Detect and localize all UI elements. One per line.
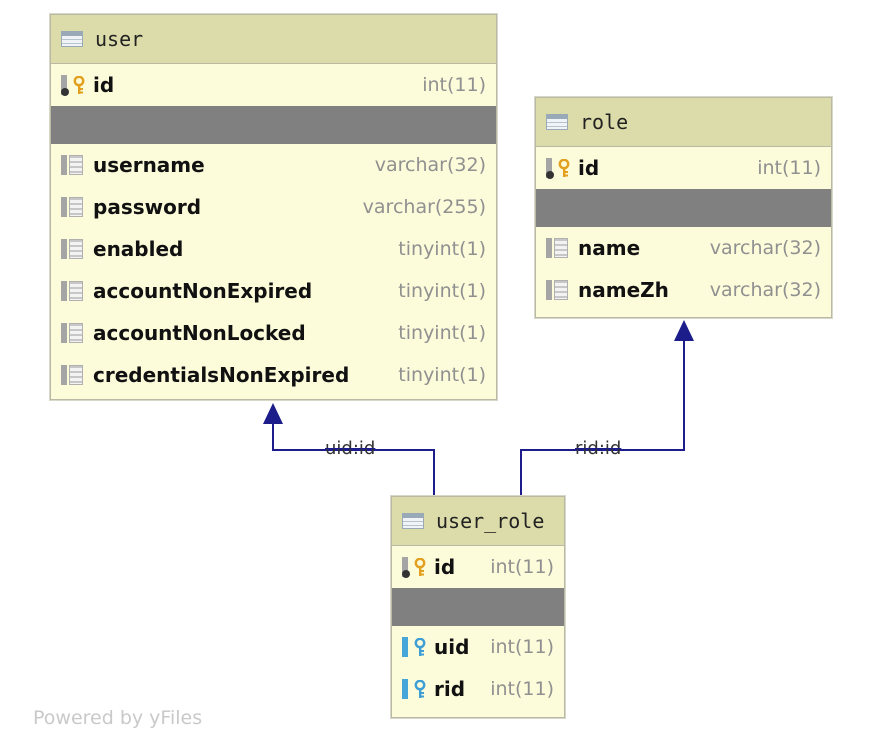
table-icon (546, 114, 568, 130)
column-icon (61, 322, 85, 344)
separator (392, 588, 564, 626)
table-role[interactable]: role id int(11) name varchar(32) nameZh … (535, 97, 832, 318)
column-row-pk[interactable]: id int(11) (536, 147, 831, 189)
column-icon (61, 280, 85, 302)
table-user[interactable]: user id int(11) username varchar(32) pas… (50, 14, 497, 400)
column-name: credentialsNonExpired (93, 363, 350, 387)
column-type: int(11) (490, 678, 554, 700)
column-name: id (578, 156, 600, 180)
column-type: tinyint(1) (398, 280, 486, 302)
column-type: varchar(32) (709, 237, 821, 259)
column-type: int(11) (490, 636, 554, 658)
column-row[interactable]: credentialsNonExpired tinyint(1) (51, 354, 496, 396)
column-row-fk[interactable]: rid int(11) (392, 668, 564, 710)
column-row[interactable]: password varchar(255) (51, 186, 496, 228)
column-name: uid (434, 635, 470, 659)
column-icon (61, 196, 85, 218)
arrow-to-role (674, 320, 694, 341)
column-name: accountNonLocked (93, 321, 306, 345)
column-type: varchar(255) (362, 196, 486, 218)
column-type: varchar(32) (709, 279, 821, 301)
table-header: role (536, 98, 831, 147)
column-icon (61, 364, 85, 386)
column-row[interactable]: nameZh varchar(32) (536, 269, 831, 311)
foreign-key-icon (402, 678, 426, 700)
column-row-pk[interactable]: id int(11) (392, 546, 564, 588)
column-row[interactable]: enabled tinyint(1) (51, 228, 496, 270)
column-name: id (434, 555, 456, 579)
column-type: tinyint(1) (398, 238, 486, 260)
column-name: rid (434, 677, 466, 701)
column-row-pk[interactable]: id int(11) (51, 64, 496, 106)
column-type: varchar(32) (374, 154, 486, 176)
column-row[interactable]: accountNonLocked tinyint(1) (51, 312, 496, 354)
table-header: user (51, 15, 496, 64)
column-type: tinyint(1) (398, 364, 486, 386)
primary-key-icon (546, 157, 570, 179)
column-name: password (93, 195, 202, 219)
column-type: int(11) (422, 74, 486, 96)
table-user-role[interactable]: user_role id int(11) uid int(11) rid int… (391, 496, 565, 718)
column-icon (546, 279, 570, 301)
column-name: nameZh (578, 278, 669, 302)
table-header: user_role (392, 497, 564, 546)
separator (536, 189, 831, 227)
column-row-fk[interactable]: uid int(11) (392, 626, 564, 668)
column-name: id (93, 73, 115, 97)
arrow-to-user (263, 403, 283, 424)
column-icon (546, 237, 570, 259)
footer-text: Powered by yFiles (33, 707, 203, 729)
column-row[interactable]: accountNonExpired tinyint(1) (51, 270, 496, 312)
column-row[interactable]: username varchar(32) (51, 144, 496, 186)
column-name: name (578, 236, 641, 260)
column-icon (61, 238, 85, 260)
table-title: user_role (436, 509, 545, 533)
table-icon (61, 31, 83, 47)
column-type: tinyint(1) (398, 322, 486, 344)
link-uid-id (272, 420, 435, 495)
separator (51, 106, 496, 144)
link-label-rid-id: rid:id (575, 438, 622, 459)
column-name: accountNonExpired (93, 279, 313, 303)
table-icon (402, 513, 424, 529)
primary-key-icon (402, 556, 426, 578)
table-title: role (580, 110, 629, 134)
column-name: username (93, 153, 205, 177)
table-title: user (95, 27, 144, 51)
foreign-key-icon (402, 636, 426, 658)
link-label-uid-id: uid:id (325, 438, 376, 459)
link-rid-id (520, 338, 685, 495)
column-type: int(11) (757, 157, 821, 179)
primary-key-icon (61, 74, 85, 96)
column-icon (61, 154, 85, 176)
column-name: enabled (93, 237, 184, 261)
column-row[interactable]: name varchar(32) (536, 227, 831, 269)
column-type: int(11) (490, 556, 554, 578)
